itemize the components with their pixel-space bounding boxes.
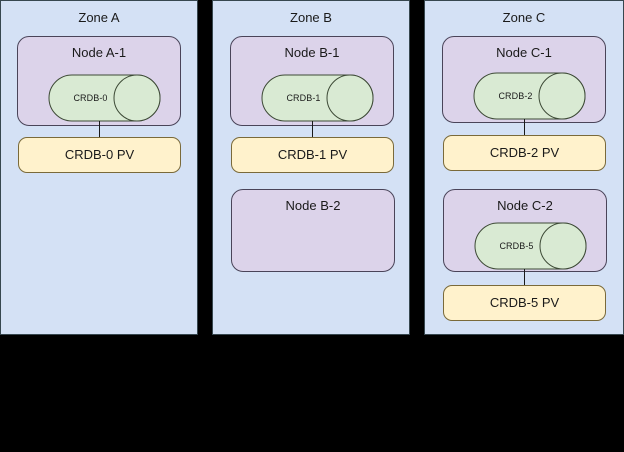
- pod-label-crdb-5: CRDB-5: [499, 241, 534, 251]
- connector-crdb-1-to-pv: [312, 121, 313, 138]
- pod-crdb-1[interactable]: CRDB-1: [261, 74, 374, 122]
- pv-box-crdb-0[interactable]: CRDB-0 PV: [18, 137, 181, 173]
- pod-label-crdb-1: CRDB-1: [286, 93, 321, 103]
- node-label-a-1: Node A-1: [71, 45, 127, 60]
- connector-crdb-5-to-pv: [524, 269, 525, 286]
- database-cylinder-icon: [473, 72, 586, 120]
- zone-container-b: Zone B Node B-1 CRDB-1 CRDB-1 PV Node B-…: [212, 0, 410, 335]
- pv-label-crdb-2: CRDB-2 PV: [489, 145, 560, 160]
- node-label-c-1: Node C-1: [496, 45, 552, 60]
- node-box-c-1[interactable]: Node C-1 CRDB-2: [442, 36, 606, 123]
- pv-box-crdb-5[interactable]: CRDB-5 PV: [443, 285, 606, 321]
- zone-title-a: Zone A: [78, 10, 120, 25]
- zone-container-a: Zone A Node A-1 CRDB-0 CRDB-0 PV: [0, 0, 198, 335]
- zone-title-c: Zone C: [502, 10, 546, 25]
- node-box-b-1[interactable]: Node B-1 CRDB-1: [230, 36, 394, 126]
- pod-label-crdb-0: CRDB-0: [73, 93, 108, 103]
- pv-box-crdb-1[interactable]: CRDB-1 PV: [231, 137, 394, 173]
- zone-container-c: Zone C Node C-1 CRDB-2 CRDB-2 PV Node C-…: [424, 0, 624, 335]
- pod-crdb-0[interactable]: CRDB-0: [48, 74, 161, 122]
- node-label-b-2: Node B-2: [285, 198, 341, 213]
- pv-label-crdb-5: CRDB-5 PV: [489, 295, 560, 310]
- pod-label-crdb-2: CRDB-2: [498, 91, 533, 101]
- pv-label-crdb-0: CRDB-0 PV: [64, 147, 135, 162]
- database-cylinder-icon: [48, 74, 161, 122]
- database-cylinder-icon: [474, 222, 587, 270]
- database-cylinder-icon: [261, 74, 374, 122]
- node-box-c-2[interactable]: Node C-2 CRDB-5: [443, 189, 607, 272]
- node-box-b-2[interactable]: Node B-2: [231, 189, 395, 272]
- pv-label-crdb-1: CRDB-1 PV: [277, 147, 348, 162]
- node-label-c-2: Node C-2: [497, 198, 553, 213]
- connector-crdb-0-to-pv: [99, 121, 100, 138]
- pv-box-crdb-2[interactable]: CRDB-2 PV: [443, 135, 606, 171]
- zone-title-b: Zone B: [290, 10, 332, 25]
- node-label-b-1: Node B-1: [284, 45, 340, 60]
- connector-crdb-2-to-pv: [524, 119, 525, 136]
- pod-crdb-2[interactable]: CRDB-2: [473, 72, 586, 120]
- pod-crdb-5[interactable]: CRDB-5: [474, 222, 587, 270]
- node-box-a-1[interactable]: Node A-1 CRDB-0: [17, 36, 181, 126]
